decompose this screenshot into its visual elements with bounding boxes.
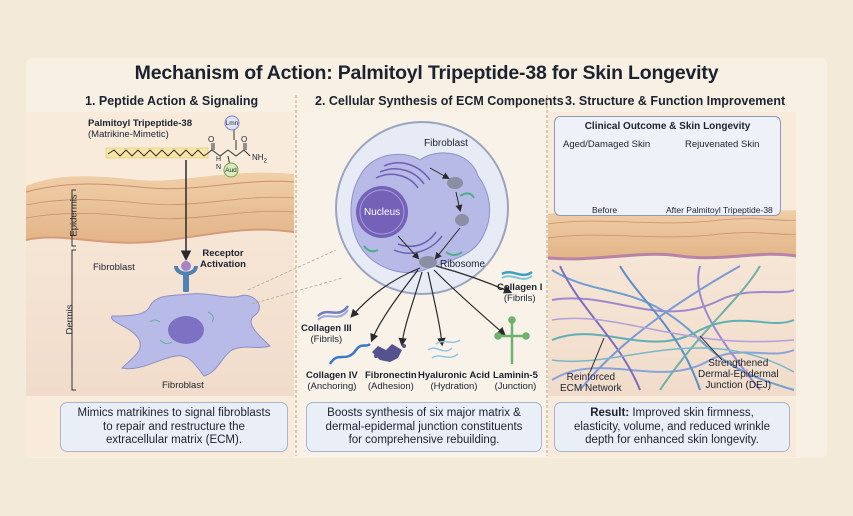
column-heading-1: 1. Peptide Action & Signaling [85, 94, 259, 108]
summary-2-line-1: Boosts synthesis of six major matrix & [327, 407, 521, 419]
receptor-line-1: Receptor [202, 248, 244, 259]
amine-label: NH2 [252, 152, 267, 168]
summary-1-line-2: to repair and restructure the [103, 420, 245, 433]
laminin-5-sub: (Junction) [494, 381, 537, 392]
hyaluronic-acid-label: Hyaluronic Acid (Hydration) [418, 370, 490, 392]
hyaluronic-acid-sub: (Hydration) [430, 381, 478, 392]
fibronectin-name: Fibronectin [365, 370, 417, 381]
clinical-outcome-box: Clinical Outcome & Skin Longevity [554, 116, 781, 216]
collagen-iii-name: Collagen III [301, 323, 352, 334]
summary-box-1: Mimics matrikines to signal fibroblasts … [60, 402, 288, 452]
summary-box-3: Result: Improved skin firmness, elastici… [554, 402, 790, 452]
result-label: Result: [590, 407, 630, 419]
fibronectin-sub: (Adhesion) [367, 381, 414, 392]
nh-label: H N [216, 156, 221, 172]
n-label: N [216, 164, 222, 171]
residue-lmn [224, 115, 240, 131]
collagen-iv-sub: (Anchoring) [307, 381, 357, 392]
summary-1-line-1: Mimics matrikines to signal fibroblasts [77, 407, 271, 419]
peptide-subtitle: (Matrikine-Mimetic) [88, 129, 169, 140]
before-label: Before [592, 205, 618, 215]
collagen-iii-sub: (Fibrils) [310, 334, 343, 345]
laminin-5-label: Laminin-5 (Junction) [493, 370, 538, 392]
laminin-5-name: Laminin-5 [493, 370, 538, 381]
clinical-outcome-title: Clinical Outcome & Skin Longevity [584, 121, 751, 132]
dej-line-1: Strengthened [708, 358, 769, 369]
oxygen-label-1: O [208, 135, 215, 144]
column-heading-3: 3. Structure & Function Improvement [565, 94, 786, 108]
summary-3-line-2: elasticity, volume, and reduced wrinkle [573, 420, 771, 433]
ecm-line-1: Reinforced [566, 372, 616, 383]
oxygen-label-2: O [241, 135, 248, 144]
dej-line-3: Junction (DEJ) [705, 380, 772, 391]
fibronectin-icon [372, 344, 406, 362]
ribosome [419, 256, 437, 268]
after-label: After Palmitoyl Tripeptide-38 [666, 205, 773, 215]
collagen-iii-icon [317, 305, 350, 321]
receptor-line-2: Activation [200, 259, 246, 270]
collagen-i-icon [501, 270, 533, 280]
residue-aud [223, 162, 239, 178]
summary-2-line-3: for comprehensive rebuilding. [348, 434, 500, 446]
hyaluronic-acid-icon [427, 339, 461, 359]
zoom-line-2 [251, 277, 343, 305]
zoom-line-1 [247, 249, 337, 291]
collagen-i-name: Collagen I [497, 282, 543, 293]
panel-1-skin [25, 172, 295, 396]
peptide-name-label: Palmitoyl Tripeptide-38 (Matrikine-Mimet… [88, 118, 192, 140]
peptide-name: Palmitoyl Tripeptide-38 [88, 118, 192, 129]
dej-line-2: Dermal-Epidermal [698, 369, 779, 380]
aged-skin-label: Aged/Damaged Skin [563, 139, 651, 150]
peptide-molecule [105, 115, 251, 178]
ribosome-label: Ribosome [440, 259, 486, 270]
residue-aud-label: Aud [225, 167, 237, 174]
amine-subscript: 2 [263, 158, 267, 165]
ecm-pointer [589, 337, 605, 373]
summary-3-line-3: depth for enhanced skin longevity. [585, 434, 759, 446]
layer-brackets [71, 189, 76, 391]
laminin-5-icon [494, 316, 530, 364]
collagen-i-label: Collagen I (Fibrils) [497, 282, 542, 304]
summary-2-line-2: dermal-epidermal junction constituents [325, 420, 523, 433]
cell-magnifier [335, 121, 509, 295]
dermis-label: Dermis [64, 304, 76, 335]
collagen-iv-icon [328, 342, 371, 365]
fibroblast-bottom-label: Fibroblast [162, 380, 204, 391]
fibroblast-top-label: Fibroblast [93, 262, 135, 273]
synthesis-arrows [350, 265, 513, 347]
amine-nh: NH [252, 153, 264, 162]
hyaluronic-acid-name: Hyaluronic Acid [418, 370, 490, 381]
collagen-iv-label: Collagen IV (Anchoring) [306, 370, 358, 392]
fibroblast-cell-label: Fibroblast [424, 138, 468, 149]
nucleus-label: Nucleus [364, 207, 401, 218]
collagen-iii-label: Collagen III (Fibrils) [301, 323, 352, 345]
fibroblast-cell-1 [111, 293, 271, 377]
ecm-line-2: ECM Network [560, 383, 622, 394]
residue-lmn-label: Lmn [225, 120, 239, 127]
summary-1-line-3: extracellular matrix (ECM). [105, 434, 243, 446]
receptor-activation-label: Receptor Activation [200, 248, 246, 270]
dej-label: Strengthened Dermal-Epidermal Junction (… [698, 358, 779, 391]
collagen-i-sub: (Fibrils) [503, 293, 536, 304]
receptor [174, 261, 198, 292]
diagram-title: Mechanism of Action: Palmitoyl Tripeptid… [134, 62, 719, 84]
summary-box-2: Boosts synthesis of six major matrix & d… [306, 402, 542, 452]
panel-3-skin [547, 208, 797, 396]
nucleus [356, 186, 408, 238]
h-label: H [216, 156, 222, 163]
column-heading-2: 2. Cellular Synthesis of ECM Components [315, 94, 564, 108]
epidermis-label: Epidermis [68, 194, 80, 237]
fibronectin-label: Fibronectin (Adhesion) [365, 370, 417, 392]
summary-3-line-1: Improved skin firmness, [629, 407, 754, 419]
collagen-iv-name: Collagen IV [306, 370, 358, 381]
rejuvenated-skin-label: Rejuvenated Skin [685, 139, 760, 150]
ecm-network-label: Reinforced ECM Network [560, 372, 622, 394]
dej-pointer [699, 335, 723, 361]
